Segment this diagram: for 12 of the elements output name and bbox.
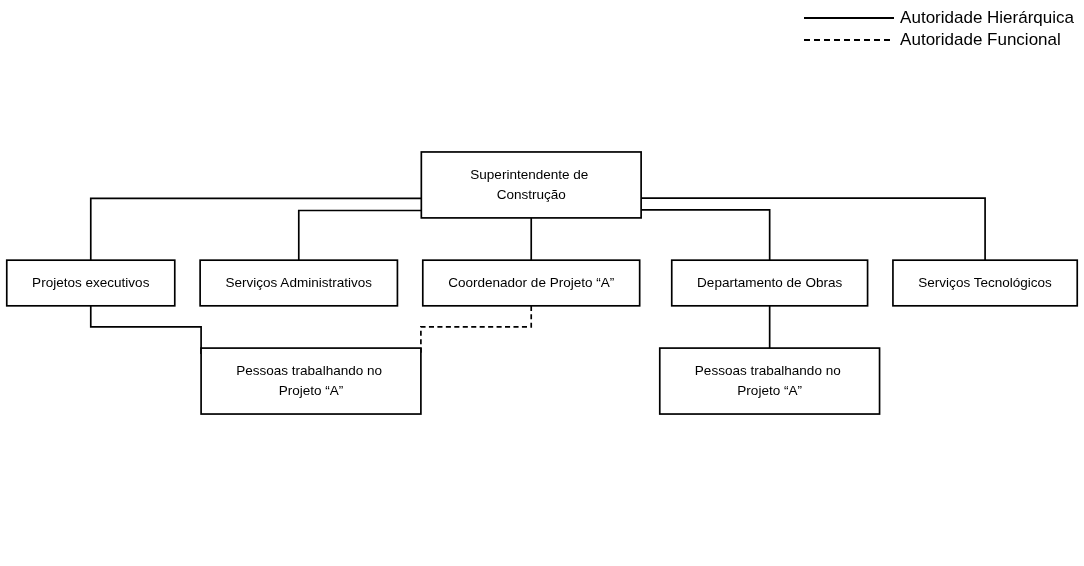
- node-box: Coordenador de Projeto “A”: [421, 259, 641, 307]
- connector: [530, 217, 533, 262]
- legend-text: Autoridade Hierárquica: [900, 8, 1074, 28]
- node-box: Pessoas trabalhando no Projeto “A”: [658, 347, 881, 415]
- node-box: Serviços Administrativos: [199, 259, 399, 307]
- legend-text: Autoridade Funcional: [900, 30, 1061, 50]
- node-box: Pessoas trabalhando no Projeto “A”: [200, 347, 422, 415]
- node-box: Superintendente de Construção: [420, 151, 642, 219]
- node-box: Serviços Tecnológicos: [892, 259, 1079, 307]
- node-box: Projetos executivos: [5, 259, 176, 307]
- connector: [768, 304, 771, 349]
- node-box: Departamento de Obras: [670, 259, 869, 307]
